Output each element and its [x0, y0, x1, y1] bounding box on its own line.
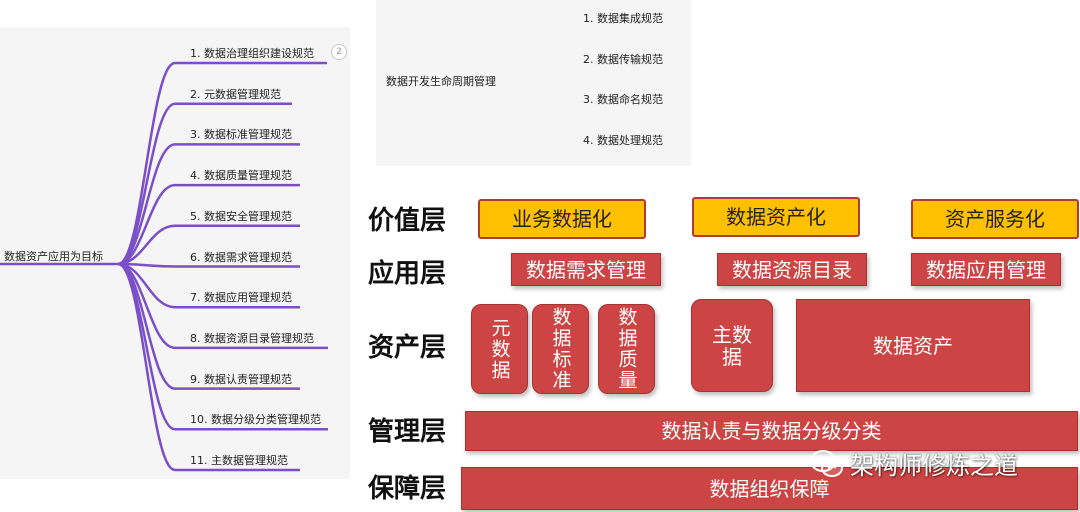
left-mindmap-item[interactable]: 2. 元数据管理规范: [190, 87, 281, 101]
layer-label-application: 应用层: [368, 259, 447, 289]
layer-label-asset: 资产层: [368, 333, 447, 363]
asset-box-metadata-label: 元数据: [488, 317, 511, 381]
top-mindmap-panel: [376, 0, 691, 166]
left-mindmap-root: 数据资产应用为目标: [4, 250, 103, 263]
layer-label-value: 价值层: [368, 206, 447, 236]
left-mindmap-item[interactable]: 11. 主数据管理规范: [190, 454, 288, 467]
left-mindmap-item[interactable]: 6. 数据需求管理规范: [190, 250, 292, 264]
left-mindmap-item[interactable]: 5. 数据安全管理规范: [190, 209, 292, 223]
app-box-data-application: 数据应用管理: [911, 253, 1061, 286]
layer-label-management: 管理层: [368, 417, 447, 447]
asset-box-data-standard: 数据标准: [532, 304, 589, 394]
top-mindmap-item[interactable]: 3. 数据命名规范: [583, 93, 663, 106]
asset-box-metadata: 元数据: [471, 304, 528, 394]
wechat-icon: [810, 449, 843, 477]
asset-box-data-standard-label: 数据标准: [549, 307, 572, 391]
top-mindmap-root: 数据开发生命周期管理: [386, 75, 496, 88]
top-mindmap-item[interactable]: 2. 数据传输规范: [583, 52, 663, 66]
app-box-data-demand: 数据需求管理: [511, 253, 661, 286]
app-box-resource-catalog: 数据资源目录: [717, 253, 867, 286]
left-mindmap-item[interactable]: 7. 数据应用管理规范: [190, 291, 292, 305]
management-box-data-ownership: 数据认责与数据分级分类: [465, 411, 1078, 451]
asset-box-master-data: 主数据: [691, 299, 773, 392]
value-box-asset-servitization: 资产服务化: [911, 199, 1079, 239]
top-mindmap-item[interactable]: 1. 数据集成规范: [583, 12, 663, 25]
left-branch-line: [117, 183, 300, 266]
value-box-business-digitization: 业务数据化: [478, 199, 646, 239]
left-mindmap-panel: [0, 27, 350, 479]
left-mindmap-item[interactable]: 10. 数据分级分类管理规范: [190, 413, 321, 427]
left-mindmap-item[interactable]: 9. 数据认责管理规范: [190, 372, 292, 386]
comment-count-badge[interactable]: 2: [331, 44, 347, 60]
layer-label-guarantee: 保障层: [368, 474, 447, 504]
top-mindmap-item[interactable]: 4. 数据处理规范: [583, 133, 663, 147]
asset-box-data-quality: 数据质量: [598, 304, 655, 394]
left-branch-line: [117, 143, 300, 266]
left-branch-line: [117, 262, 300, 472]
watermark: 架构师修炼之道: [810, 446, 1018, 481]
left-mindmap-item[interactable]: 8. 数据资源目录管理规范: [190, 331, 314, 345]
asset-box-data-quality-label: 数据质量: [615, 307, 638, 391]
value-box-data-assetization: 数据资产化: [692, 197, 860, 237]
left-mindmap-item[interactable]: 3. 数据标准管理规范: [190, 128, 292, 142]
watermark-text: 架构师修炼之道: [850, 452, 1018, 480]
guarantee-box-organization: 数据组织保障: [461, 467, 1078, 510]
left-mindmap-item[interactable]: 1. 数据治理组织建设规范: [190, 47, 314, 60]
left-mindmap-item[interactable]: 4. 数据质量管理规范: [190, 169, 292, 183]
asset-box-data-assets: 数据资产: [796, 299, 1030, 392]
left-branch-line: [117, 224, 300, 266]
